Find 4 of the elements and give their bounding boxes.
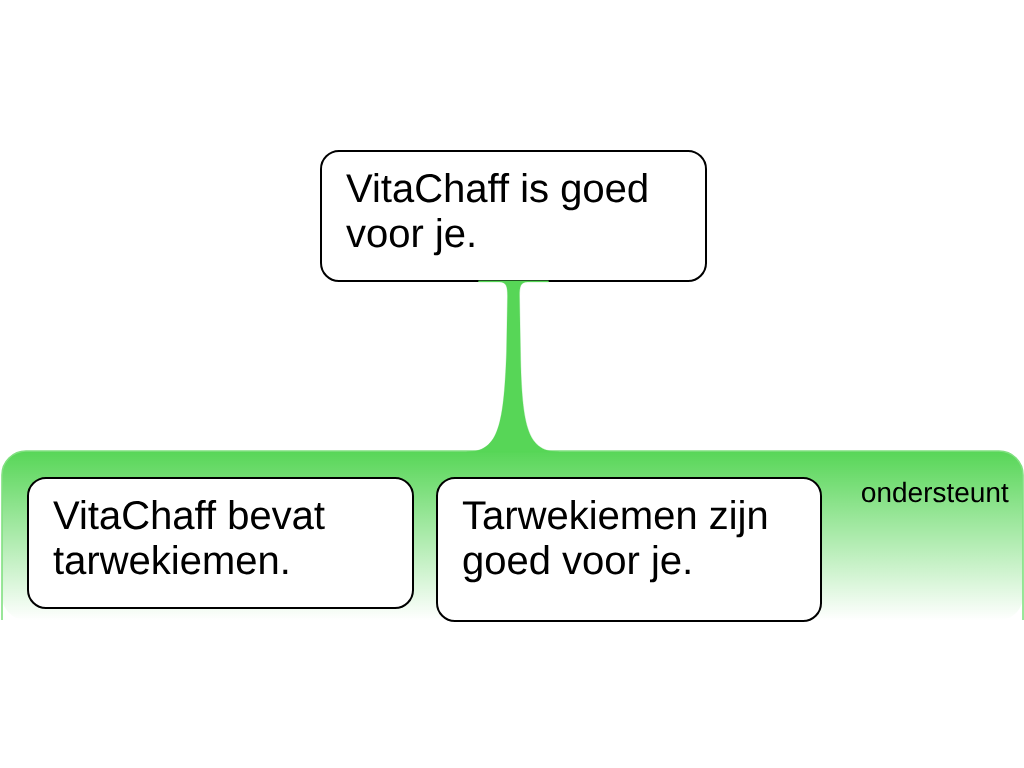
premise-box: Tarwekiemen zijn goed voor je. <box>436 477 822 622</box>
connector-stem <box>466 280 559 453</box>
claim-box: VitaChaff is goed voor je. <box>320 150 707 282</box>
premise-box: VitaChaff bevat tarwekiemen. <box>27 477 414 609</box>
